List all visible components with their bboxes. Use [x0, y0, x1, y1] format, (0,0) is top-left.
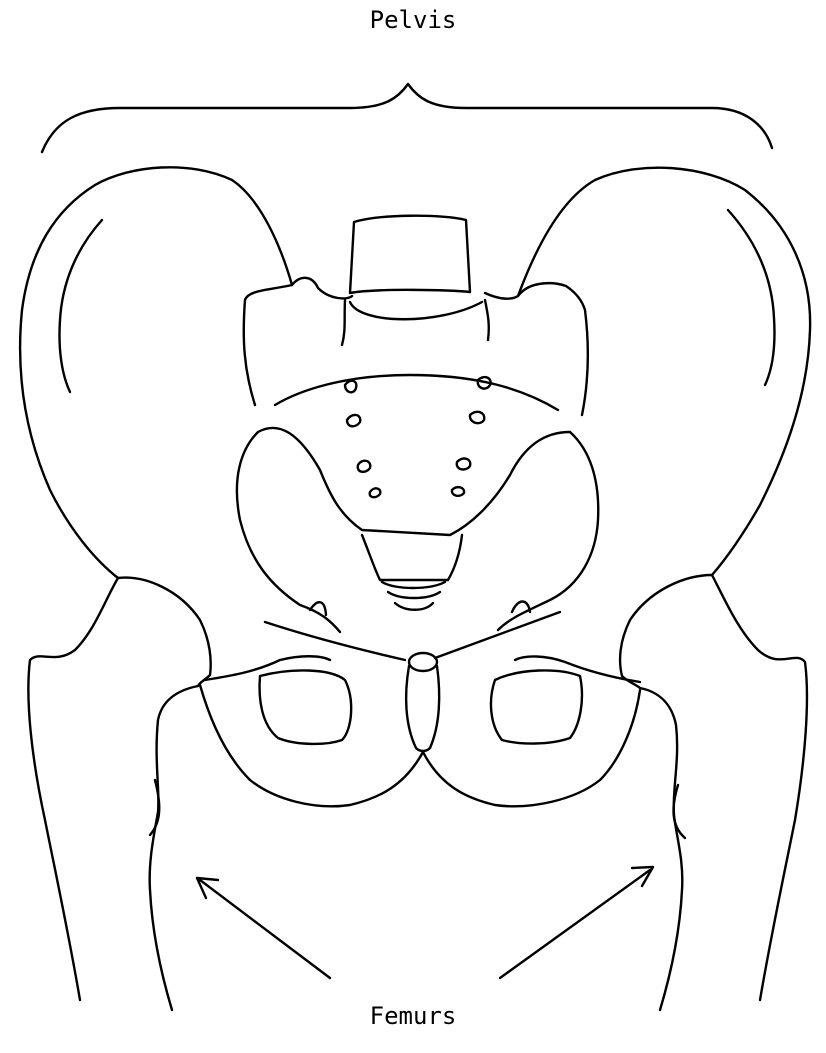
right-ilium-outline	[518, 168, 810, 575]
sacral-foramen	[358, 461, 371, 472]
coccyx-segment	[382, 582, 445, 588]
pelvic-inlet-left	[237, 432, 340, 632]
right-femur-head	[620, 575, 712, 688]
lumbar-vertebra	[350, 216, 470, 293]
right-femur-inner	[640, 688, 682, 1010]
femurs-label: Femurs	[0, 1002, 826, 1030]
ischium-lower-left	[200, 685, 423, 806]
right-arrow-line	[500, 870, 650, 978]
sacral-ala-right	[485, 283, 588, 415]
coccyx-segment	[395, 603, 433, 610]
ischium-lower-right	[423, 690, 640, 806]
obturator-foramen-right	[491, 670, 582, 743]
pelvis-brace	[42, 84, 772, 152]
sacrum-outline	[258, 300, 570, 535]
pelvic-brim-right	[435, 612, 560, 658]
pubic-symphysis-top	[409, 653, 437, 671]
sacral-foramen	[457, 459, 471, 470]
left-ilium-rim	[59, 220, 102, 392]
right-femur-outer	[712, 575, 807, 1000]
lumbar-vertebra-base	[350, 302, 482, 319]
coccyx	[362, 535, 462, 580]
left-arrow-line	[200, 880, 330, 978]
pubic-symphysis	[406, 666, 439, 751]
coccyx-segment	[388, 592, 440, 598]
left-femur-outer	[28, 578, 118, 1000]
sacral-foramen	[347, 415, 360, 426]
sacral-foramen	[470, 412, 484, 423]
sacral-foramen	[370, 488, 381, 497]
sacral-ala-left	[244, 278, 352, 405]
left-femur-head	[118, 578, 211, 686]
pubic-ramus-left	[205, 656, 330, 680]
pelvic-inlet-right	[498, 432, 598, 630]
obturator-foramen-left	[260, 670, 352, 744]
right-ilium-rim	[728, 210, 775, 385]
sacral-foramen	[345, 381, 356, 393]
left-ilium-outline	[20, 167, 292, 578]
sacral-foramen	[452, 487, 464, 496]
left-femur-inner	[150, 686, 198, 1010]
